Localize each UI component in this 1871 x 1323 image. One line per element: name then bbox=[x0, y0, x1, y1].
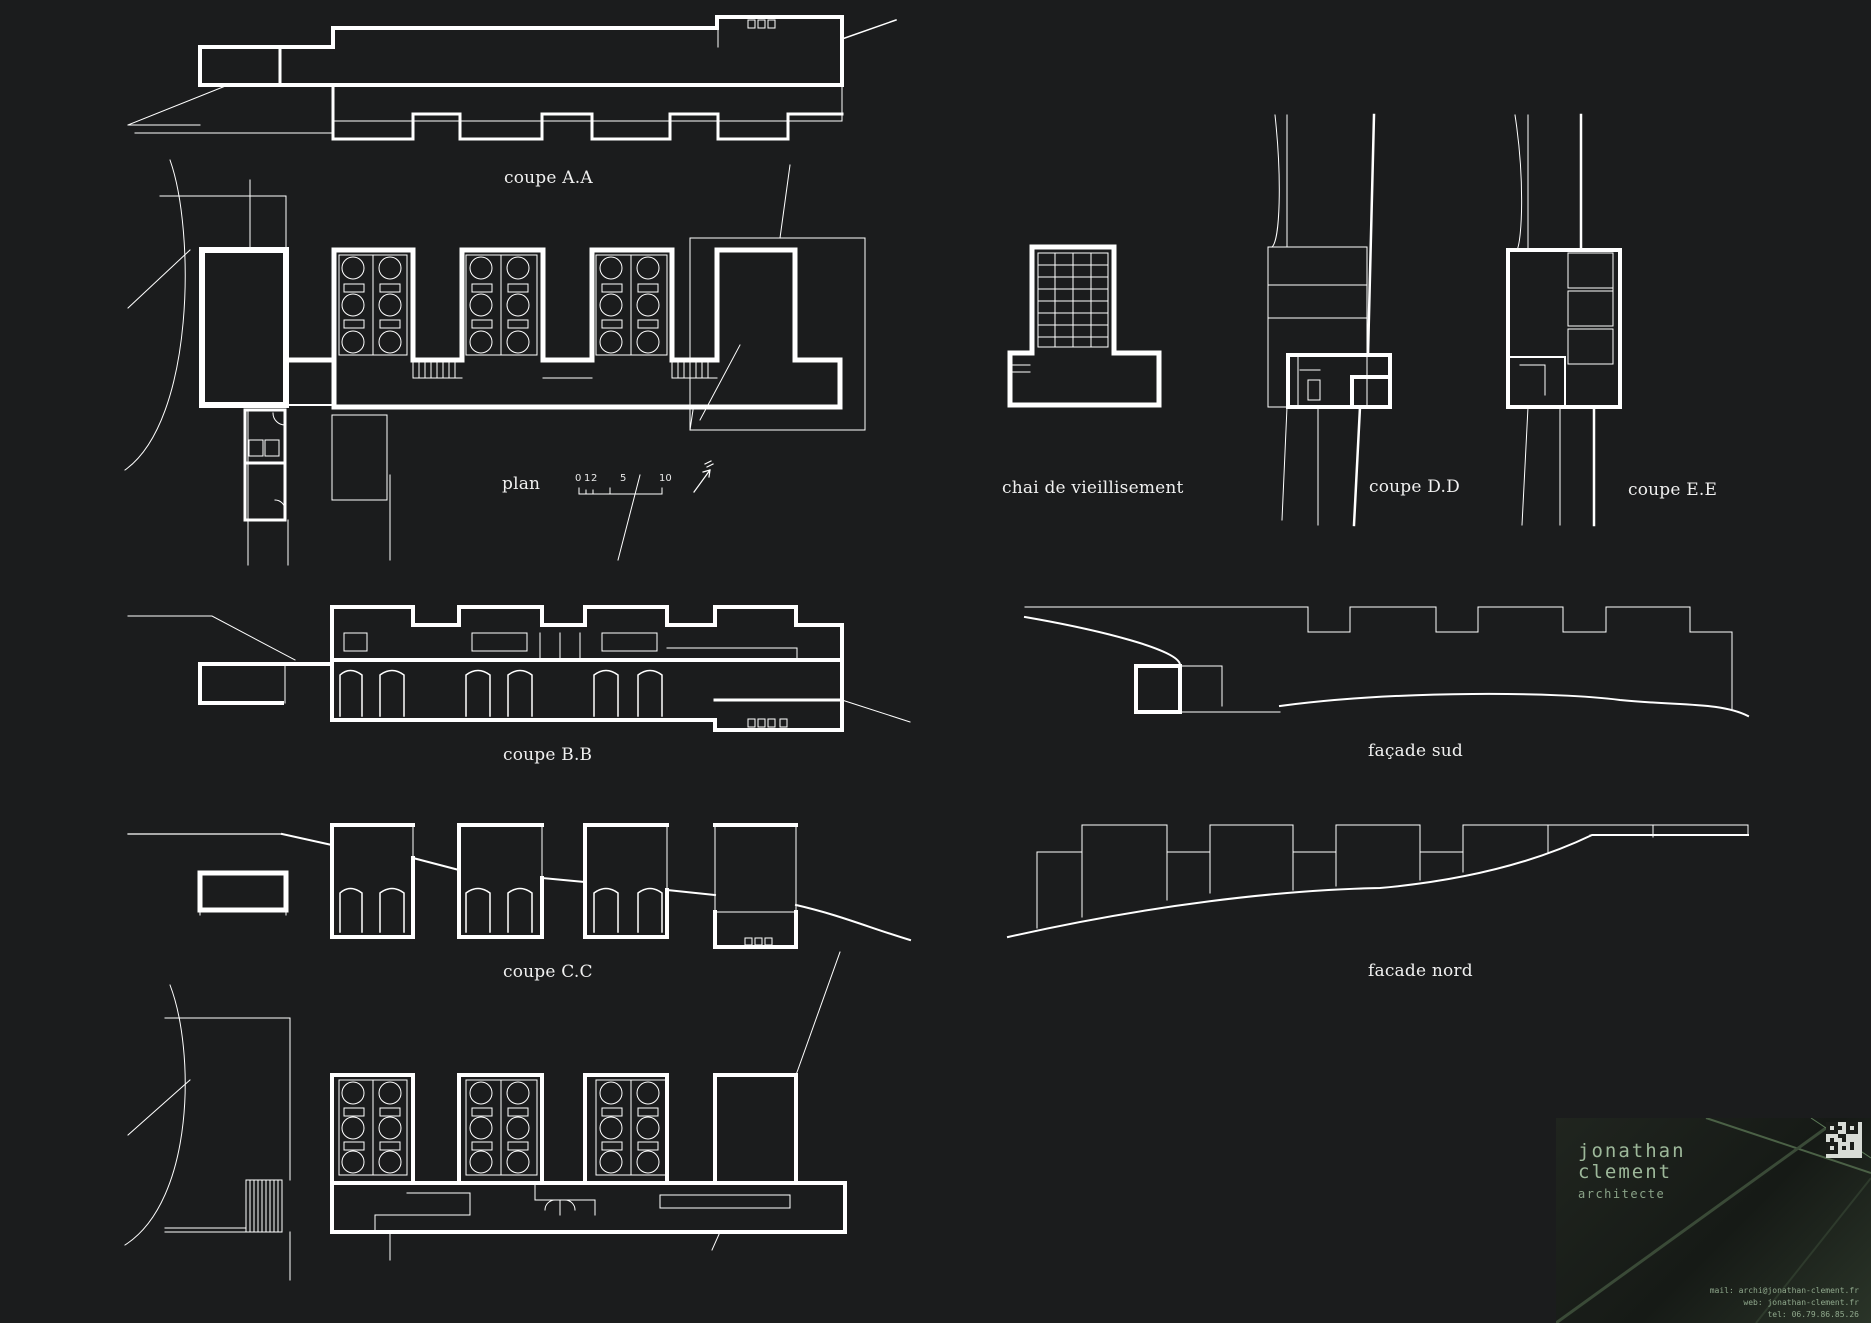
plan-drawing bbox=[124, 159, 866, 566]
caption-facade-nord: facade nord bbox=[1368, 961, 1473, 981]
facade-sud-drawing bbox=[1023, 606, 1750, 718]
scale-label: 1 bbox=[584, 473, 591, 484]
chai-drawing bbox=[1007, 244, 1162, 408]
plan-lower-drawing bbox=[124, 951, 847, 1281]
caption-coupe-dd: coupe D.D bbox=[1369, 477, 1460, 497]
architect-card: jonathan clement architecte mail: archi@… bbox=[1556, 1118, 1871, 1323]
caption-coupe-cc: coupe C.C bbox=[503, 962, 593, 982]
card-mail: mail: archi@jonathan-clement.fr bbox=[1709, 1286, 1859, 1295]
card-tel: tel: 06.79.86.85.26 bbox=[1767, 1310, 1859, 1319]
section-cc-drawing bbox=[127, 823, 912, 949]
caption-plan: plan bbox=[502, 474, 541, 494]
caption-coupe-bb: coupe B.B bbox=[503, 745, 593, 765]
section-dd-drawing bbox=[1267, 113, 1392, 527]
facade-nord-drawing bbox=[1006, 824, 1749, 939]
north-arrow-icon bbox=[693, 460, 714, 493]
scale-label: 10 bbox=[659, 473, 672, 484]
caption-chai: chai de vieillisement bbox=[1002, 478, 1184, 498]
caption-coupe-aa: coupe A.A bbox=[504, 168, 593, 188]
card-role: architecte bbox=[1578, 1187, 1666, 1201]
card-name-last: clement bbox=[1578, 1161, 1673, 1183]
section-bb-drawing bbox=[127, 605, 911, 732]
scale-bar bbox=[578, 487, 663, 495]
card-light-beams bbox=[1556, 1118, 1871, 1323]
section-ee-drawing bbox=[1506, 113, 1622, 527]
caption-coupe-ee: coupe E.E bbox=[1628, 480, 1718, 500]
card-web: web: jonathan-clement.fr bbox=[1743, 1298, 1859, 1307]
caption-facade-sud: façade sud bbox=[1368, 741, 1463, 761]
scale-label: 5 bbox=[620, 473, 627, 484]
qr-code-icon bbox=[1826, 1122, 1862, 1158]
scale-label: 2 bbox=[591, 473, 598, 484]
section-aa-drawing bbox=[127, 15, 897, 141]
scale-label: 0 bbox=[575, 473, 582, 484]
card-name-first: jonathan bbox=[1578, 1140, 1686, 1162]
